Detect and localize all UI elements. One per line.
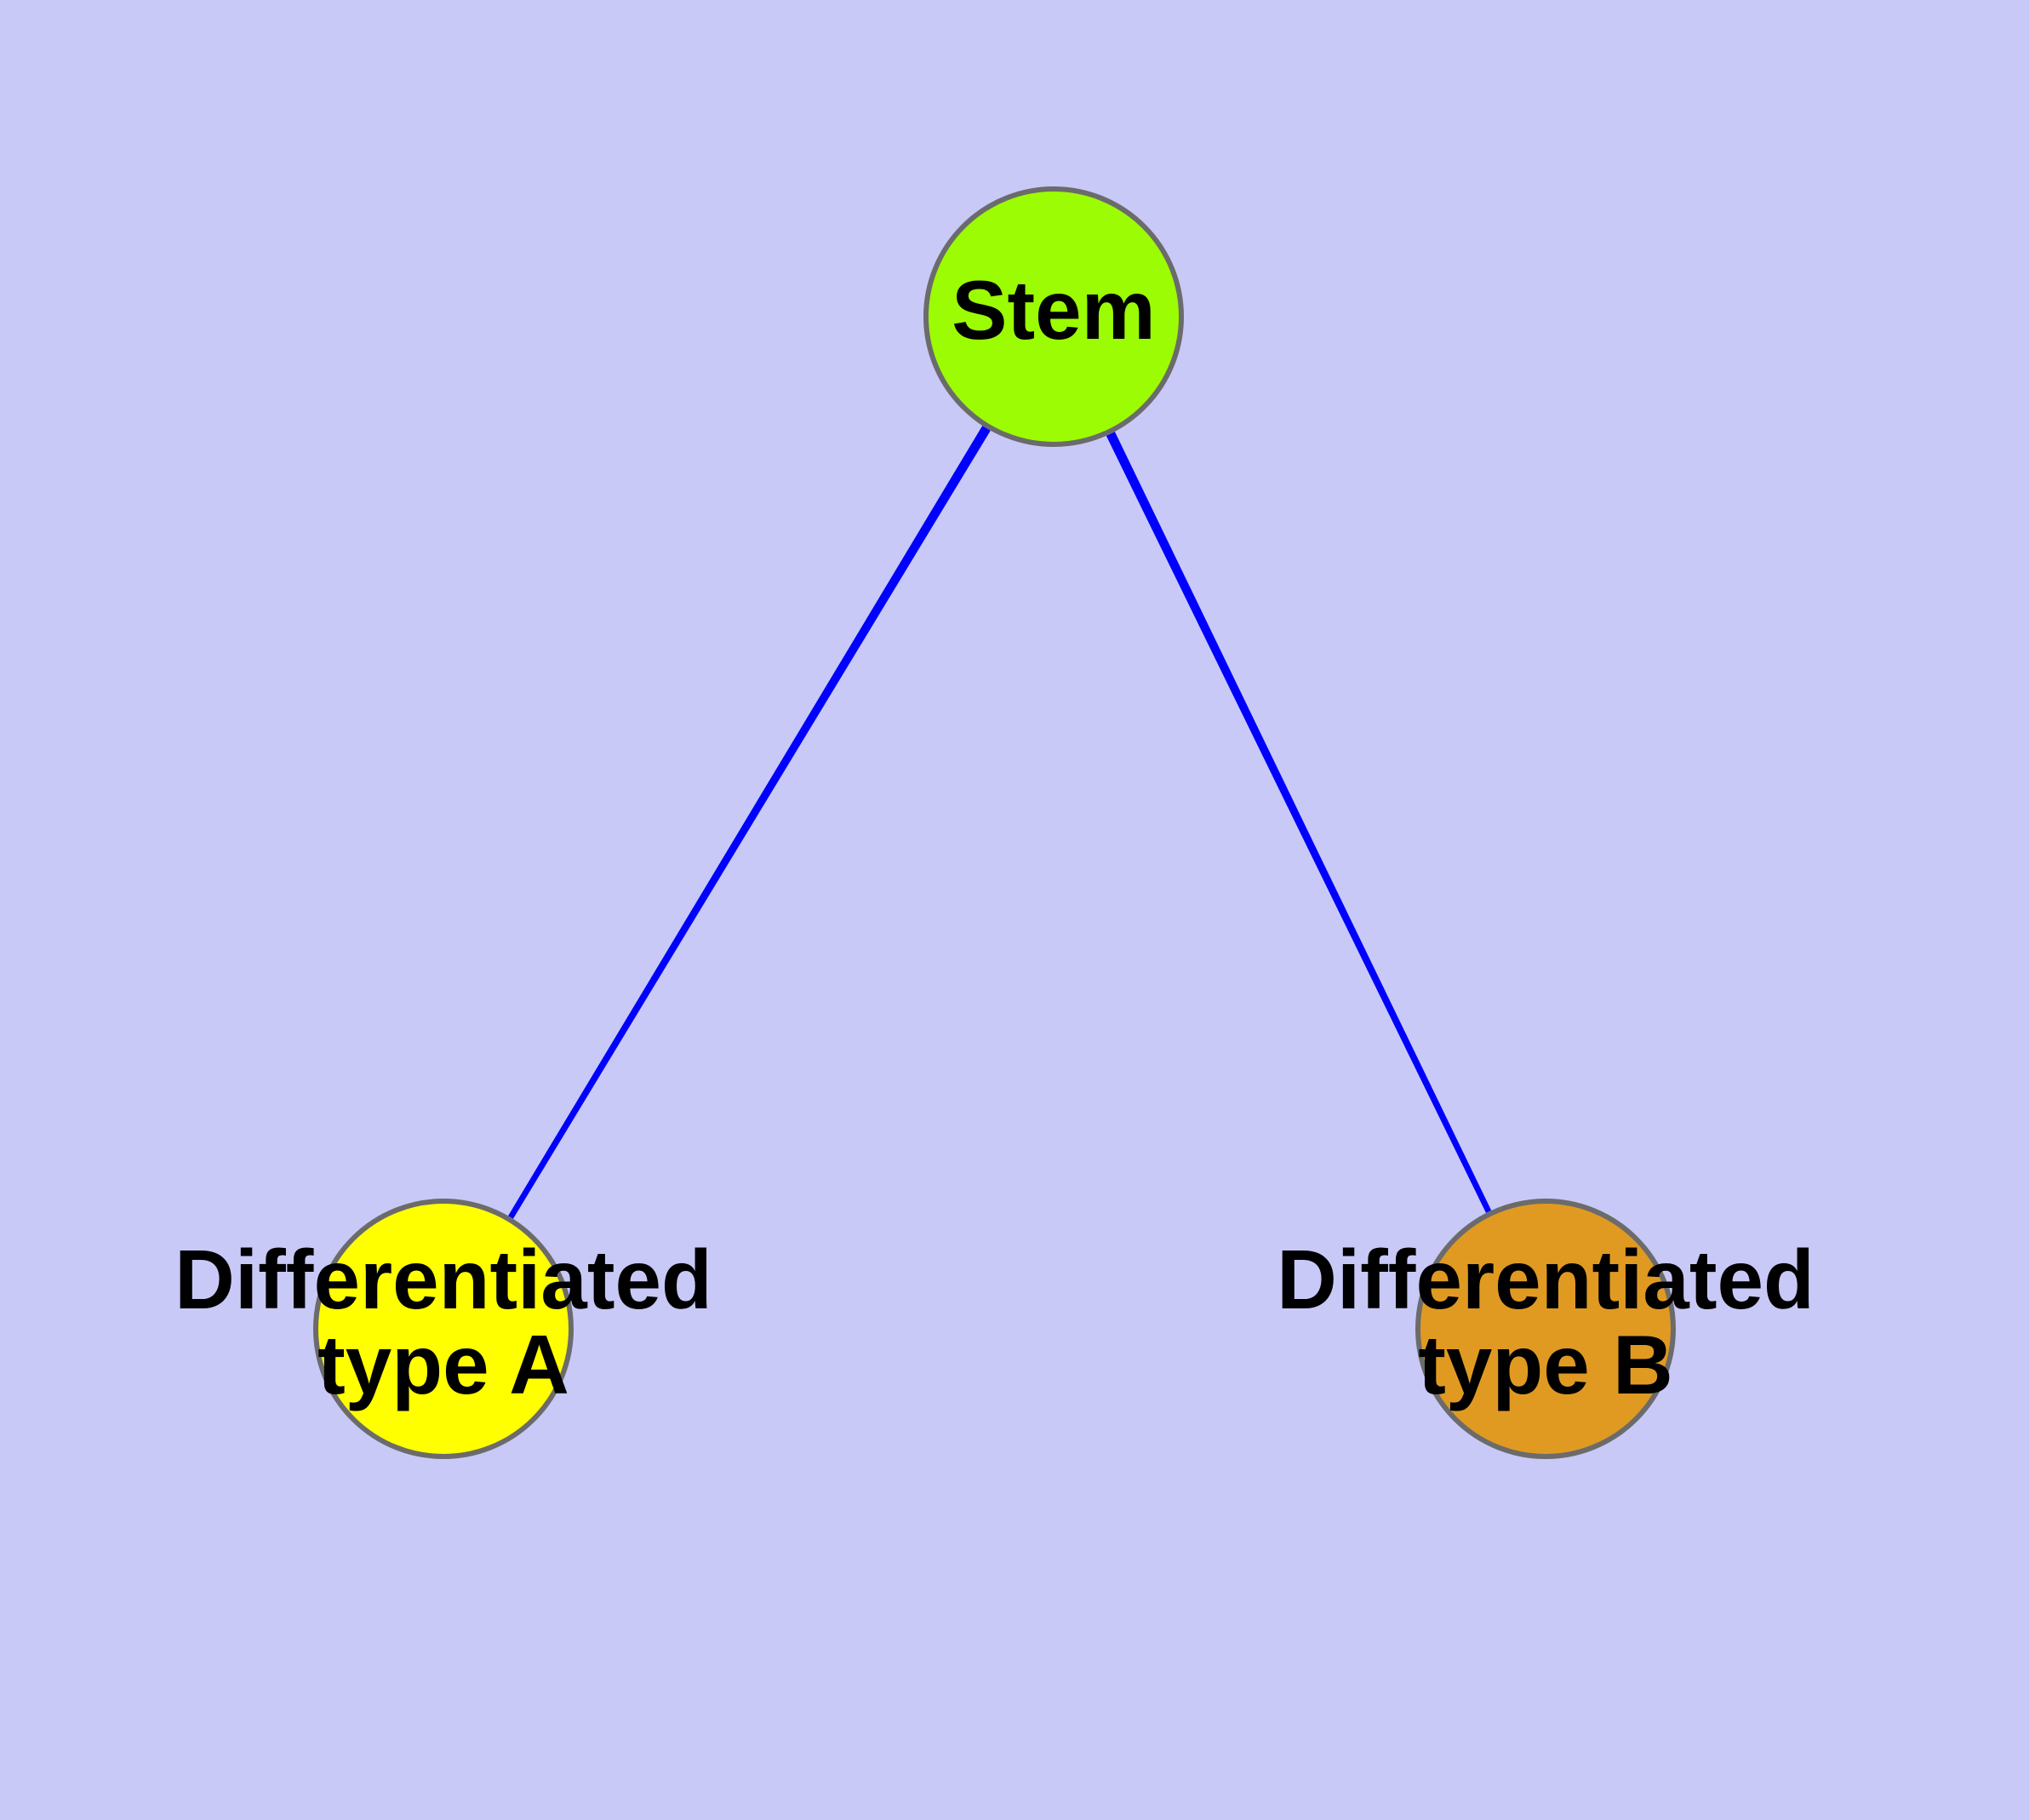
edge-stem-diff-b[interactable] [1106,432,1492,1213]
node-label-line: Differentiated [1277,1233,1815,1326]
node-label-line: Stem [952,263,1156,357]
node-label-line: Differentiated [174,1233,712,1326]
node-diff_a[interactable] [313,1199,574,1459]
node-stem[interactable] [923,186,1184,447]
node-diff_b[interactable] [1415,1199,1676,1459]
node-label-line: type B [1418,1318,1673,1411]
edges-layer [508,426,1492,1219]
node-label-line: type A [317,1318,569,1411]
node-label-stem: Stem [952,263,1156,357]
nodes-layer [313,186,1676,1459]
edge-stem-diff-a[interactable] [508,426,991,1219]
